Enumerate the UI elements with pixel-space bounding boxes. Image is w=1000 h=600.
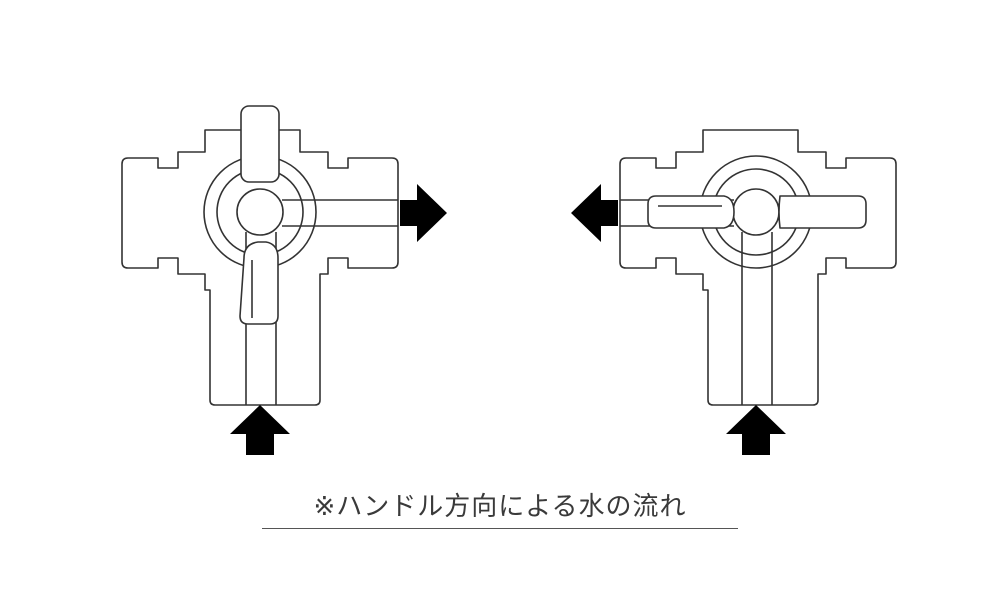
right-valve-inlet-arrow [726,405,786,455]
right-valve-outlet-arrow [571,184,618,242]
left-valve [121,105,399,406]
right-valve-body-outline [619,129,897,406]
left-valve-outlet-arrow [400,184,447,242]
left-valve-ball [236,188,284,236]
left-valve-handle [239,241,279,325]
left-valve-stem-cap [240,105,280,183]
left-valve-inlet-arrow [230,405,290,455]
diagram-caption: ※ハンドル方向による水の流れ [262,488,738,529]
right-valve-ball [732,188,780,236]
left-valve-passage-right [282,199,398,227]
right-valve-stem-cap [778,195,867,229]
right-valve-passage-bottom [741,232,773,405]
right-valve-handle [647,195,735,229]
left-valve-body-outline [121,129,399,406]
right-valve [619,129,897,406]
